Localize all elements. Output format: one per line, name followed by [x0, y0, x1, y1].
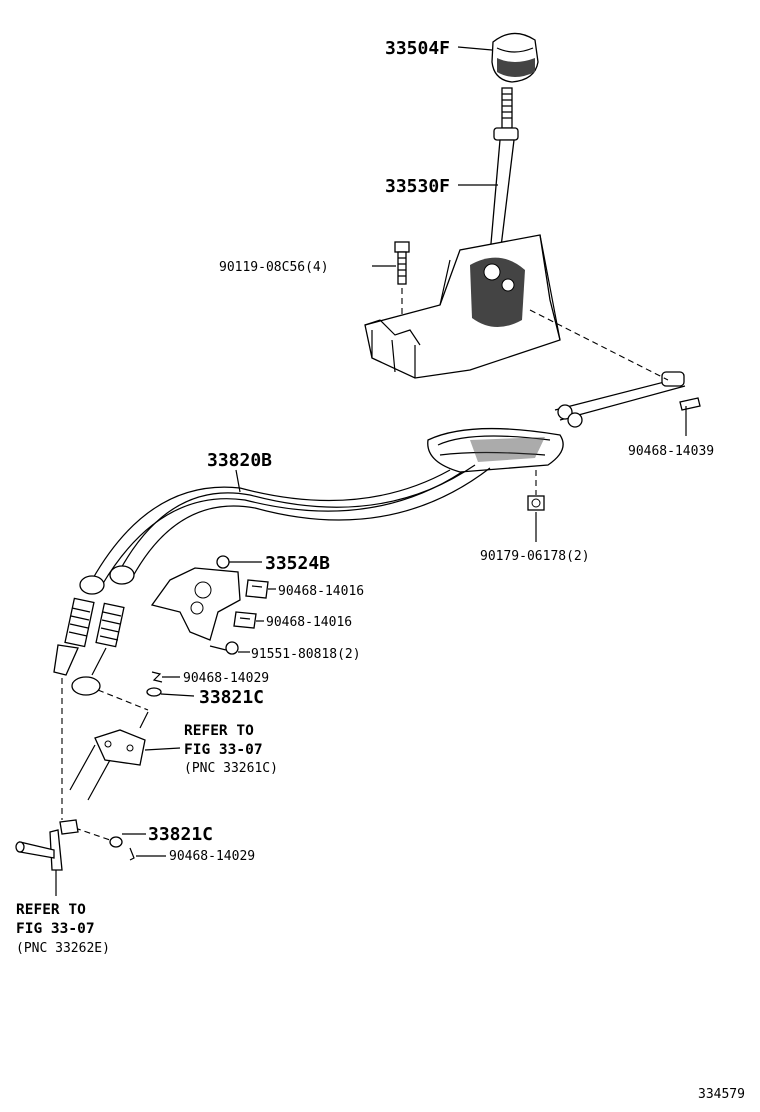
label-washer-lower: 33821C [148, 824, 213, 845]
ref-upper-line3: (PNC 33261C) [184, 761, 278, 776]
ref-lower-line3: (PNC 33262E) [16, 941, 110, 956]
cable-bracket [150, 555, 241, 641]
transmission-lever-upper [69, 711, 149, 801]
label-shift-lever: 33530F [385, 176, 450, 197]
leader-lines [55, 46, 687, 896]
shift-lever-housing [364, 234, 561, 379]
clip-d [129, 847, 135, 861]
label-clip-b: 90468-14016 [266, 615, 352, 630]
ref-lower-line1: REFER TO [16, 902, 86, 918]
clip-bracket-a [245, 579, 269, 599]
washer-lower [109, 836, 123, 848]
label-nut: 90179-06178(2) [480, 549, 590, 564]
label-bracket-bolt: 91551-80818(2) [251, 647, 361, 662]
housing-bolt [394, 241, 410, 285]
label-washer-upper: 33821C [199, 687, 264, 708]
ref-lower-line2: FIG 33-07 [16, 921, 95, 937]
control-cable [53, 371, 686, 696]
ref-upper-line1: REFER TO [184, 723, 254, 739]
clip-top [679, 397, 701, 411]
label-housing-bolt: 90119-08C56(4) [219, 260, 329, 275]
figure-id: 334579 [698, 1087, 745, 1102]
ref-upper-line2: FIG 33-07 [184, 742, 263, 758]
label-bracket: 33524B [265, 553, 330, 574]
clip-c [151, 671, 163, 683]
shift-knob [491, 32, 539, 83]
bracket-bolt [209, 641, 239, 655]
washer-upper [146, 687, 162, 697]
label-clip-c: 90468-14029 [183, 671, 269, 686]
transmission-lever-lower [15, 819, 79, 871]
clip-bracket-b [233, 611, 257, 629]
label-clip-d: 90468-14029 [169, 849, 255, 864]
label-clip-top: 90468-14039 [628, 444, 714, 459]
label-shift-knob: 33504F [385, 38, 450, 59]
cable-nut [527, 495, 545, 511]
label-cable: 33820B [207, 450, 272, 471]
shift-rod-thread [493, 87, 519, 141]
label-clip-a: 90468-14016 [278, 584, 364, 599]
shift-lever-shaft [489, 139, 515, 256]
